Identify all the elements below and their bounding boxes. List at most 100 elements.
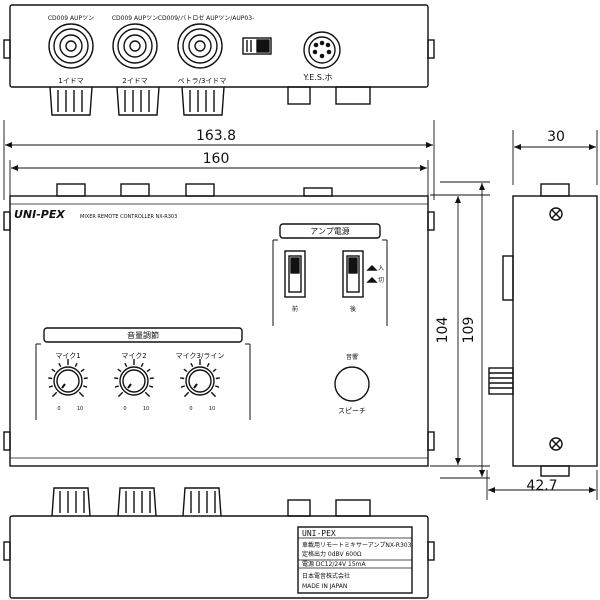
dimension-labels: 163.8 160 30 104 109 42.7	[196, 128, 565, 494]
rocker-switch-rear	[342, 250, 364, 298]
bottom-view	[3, 487, 435, 599]
bottom-knob-2	[117, 487, 157, 517]
knob-3-tick	[212, 368, 217, 373]
nameplate-line-2: 車載用リモートミキサーアンプNX-R303	[302, 541, 412, 549]
switch-rear-label: 後	[350, 305, 356, 313]
nameplate-line-6: MADE IN JAPAN	[302, 583, 347, 590]
front-left-foot-top	[3, 211, 11, 231]
knob-3-max: 10	[209, 406, 215, 412]
off-label: 切	[378, 277, 384, 284]
connector-label: Y.E.S.ホ	[302, 73, 332, 82]
knob-3-min: 0	[189, 406, 192, 412]
nameplate-line-5: 日本電音株式会社	[302, 572, 350, 580]
side-screw-bottom	[549, 437, 563, 451]
knob-1-tick	[51, 368, 56, 373]
front-top-stub-3	[185, 183, 215, 197]
jack-label-3: CD009/バトロゼ AUPツン/AUP03-	[158, 14, 254, 22]
din-connector	[303, 31, 341, 69]
knob-3-tick	[180, 385, 186, 388]
front-left-foot-bottom	[3, 431, 11, 451]
volume-title: 音量調節	[127, 330, 159, 340]
knob-3-tick	[215, 377, 220, 380]
volume-knob-2	[119, 366, 149, 396]
dim-overall-width: 163.8	[196, 128, 236, 144]
top-left-foot	[3, 39, 11, 59]
knob-1-tick	[74, 362, 78, 368]
knob-2-tick	[144, 391, 151, 398]
side-screw-top	[549, 207, 563, 221]
knob-1-tick	[51, 391, 58, 398]
dim-depth: 30	[547, 129, 565, 145]
knob-2-tick	[140, 362, 144, 368]
knob-2-min: 0	[123, 406, 126, 412]
on-indicator-icon	[366, 265, 378, 271]
knob-1-tick	[58, 362, 62, 368]
jack-bottom-label-3: ベトラ/3イドマ	[178, 77, 227, 85]
front-right-foot-bottom	[427, 431, 435, 451]
top-right-foot	[427, 39, 435, 59]
top-switch-stub	[335, 86, 371, 105]
knob-3-tick	[190, 362, 194, 368]
jack-label-2: CD009 AUPツン	[112, 15, 158, 22]
dim-side-depth: 42.7	[526, 478, 557, 494]
volume-knob-1	[53, 366, 83, 396]
knob-3-tick	[206, 362, 210, 368]
knob-2-tick	[114, 377, 119, 380]
knob-2-tick	[117, 368, 122, 373]
knob-1-min: 0	[57, 406, 60, 412]
jack-label-1: CD009 AUPツン	[48, 15, 94, 22]
knob-1-tick	[80, 368, 85, 373]
knob-label-3: マイク3/ライン	[176, 352, 225, 360]
knob-scale-ticks	[48, 359, 220, 398]
alarm-label: 音響	[346, 353, 358, 361]
side-view-body	[512, 195, 598, 467]
knob-1-max: 10	[77, 406, 83, 412]
knob-1-tick	[83, 377, 88, 380]
knob-3-tick	[210, 391, 217, 398]
speech-label: スピーチ	[338, 407, 366, 415]
side-left-protrusion-top	[502, 255, 514, 301]
front-top-stub-2	[120, 183, 150, 197]
knob-2-max: 10	[143, 406, 149, 412]
amp-power-title-box	[279, 223, 381, 239]
dimension-lines	[3, 120, 598, 500]
top-button-stub	[287, 86, 311, 105]
switch-front-label: 前	[292, 305, 298, 313]
bottom-switch-stub	[335, 499, 371, 517]
knob-label-1: マイク1	[55, 352, 80, 360]
knob-2-tick	[124, 362, 128, 368]
front-panel-body	[9, 195, 429, 467]
front-top-stub-4	[303, 187, 333, 197]
jack-bottom-label-2: 2イドマ	[122, 77, 147, 85]
on-label: 入	[378, 265, 384, 272]
knob-1-tick	[48, 385, 54, 388]
knob-3-tick	[183, 368, 188, 373]
knob-3-tick	[214, 385, 220, 388]
speech-button	[334, 366, 370, 402]
knob-1-tick	[48, 377, 53, 380]
jack-bottom-label-1: 1イドマ	[58, 77, 83, 85]
knob-1-tick	[82, 385, 88, 388]
slide-switch	[242, 37, 272, 55]
knob-2-tick	[114, 385, 120, 388]
bottom-button-stub	[287, 499, 311, 517]
knob-3-tick	[180, 377, 185, 380]
bottom-view-body	[9, 515, 429, 599]
knob-2-tick	[149, 377, 154, 380]
knob-2-tick	[148, 385, 154, 388]
bottom-left-foot	[3, 541, 11, 561]
side-knob	[488, 367, 514, 395]
top-view	[3, 4, 435, 116]
front-view	[3, 183, 435, 467]
knob-label-2: マイク2	[121, 352, 146, 360]
top-knob-2	[116, 86, 160, 116]
knob-2-tick	[117, 391, 124, 398]
nameplate-line-4: 電源 DC12/24V 15mA	[302, 560, 366, 568]
side-bottom-stub	[540, 465, 570, 477]
volume-title-box	[43, 327, 243, 343]
bottom-knob-3	[182, 487, 222, 517]
front-view-labels: UNI-PEX MIXER REMOTE CONTROLLER NX-R303 …	[14, 208, 384, 415]
bottom-knob-1	[51, 487, 91, 517]
